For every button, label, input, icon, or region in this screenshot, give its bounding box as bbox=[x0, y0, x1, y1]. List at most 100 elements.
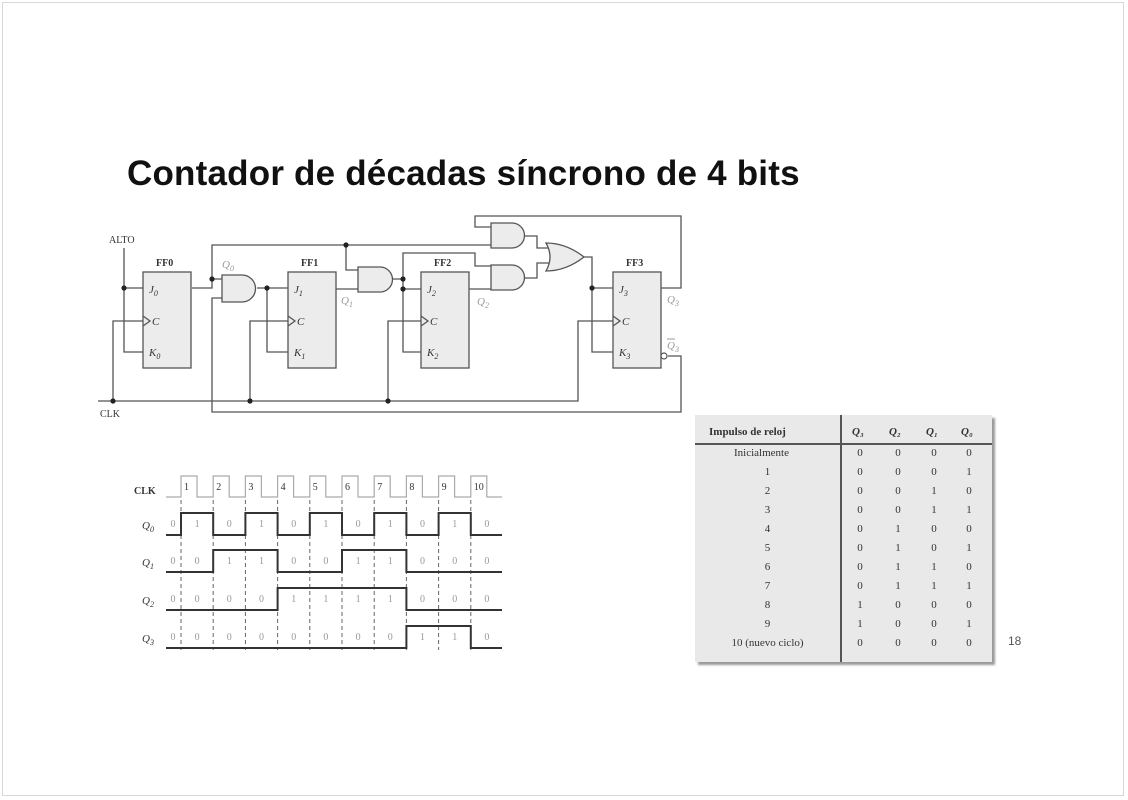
signal-q0-label: Q0 bbox=[142, 520, 154, 534]
alto-label: ALTO bbox=[109, 235, 135, 246]
header-q2: Q₂ bbox=[889, 426, 901, 438]
clk-label: CLK bbox=[100, 409, 121, 420]
signal-value: 0 bbox=[195, 632, 200, 643]
signal-q2-label: Q2 bbox=[142, 595, 154, 609]
signal-value: 0 bbox=[227, 594, 232, 605]
header-q1: Q₁ bbox=[926, 426, 938, 438]
clock-pulse-number: 10 bbox=[474, 482, 484, 493]
signal-value: 1 bbox=[356, 556, 361, 567]
and-gate-3 bbox=[490, 222, 526, 249]
pulse-cell: 10 (nuevo ciclo) bbox=[731, 637, 804, 649]
clock-pulse-number: 5 bbox=[313, 482, 318, 493]
q-cell: 0 bbox=[966, 561, 972, 573]
signal-value: 0 bbox=[259, 594, 264, 605]
q-cell: 0 bbox=[966, 485, 972, 497]
pulse-cell: 8 bbox=[764, 599, 771, 611]
svg-text:J3: J3 bbox=[619, 284, 628, 298]
q3-bar-label: Q3 bbox=[667, 340, 679, 354]
svg-text:K0: K0 bbox=[148, 347, 160, 361]
signal-value: 0 bbox=[227, 519, 232, 530]
signal-value: 0 bbox=[323, 632, 328, 643]
q1-label: Q1 bbox=[341, 295, 353, 309]
svg-text:K3: K3 bbox=[618, 347, 630, 361]
and-gate-2 bbox=[357, 266, 394, 293]
svg-text:J0: J0 bbox=[149, 284, 158, 298]
pulse-cell: 5 bbox=[764, 542, 771, 554]
signal-value: 0 bbox=[356, 632, 361, 643]
signal-value: 1 bbox=[227, 556, 232, 567]
junction-dots bbox=[110, 242, 595, 404]
signal-value: 0 bbox=[388, 632, 393, 643]
signal-value: 1 bbox=[259, 556, 264, 567]
slide-title: Contador de décadas síncrono de 4 bits bbox=[127, 154, 800, 193]
q-cell: 0 bbox=[857, 580, 863, 592]
pulse-cell: 9 bbox=[764, 618, 771, 630]
flipflop-ff2: FF2 J2 C K2 bbox=[420, 258, 470, 369]
svg-text:FF1: FF1 bbox=[301, 258, 318, 269]
q-cell: 0 bbox=[895, 637, 901, 649]
signal-value: 0 bbox=[452, 556, 457, 567]
q-cell: 0 bbox=[895, 618, 901, 630]
q-cell: 1 bbox=[895, 561, 901, 573]
svg-text:K2: K2 bbox=[426, 347, 438, 361]
q-cell: 1 bbox=[895, 523, 901, 535]
q-cell: 0 bbox=[895, 504, 901, 516]
svg-text:C: C bbox=[297, 316, 305, 328]
signal-value: 1 bbox=[388, 519, 393, 530]
clock-pulse-number: 8 bbox=[409, 482, 414, 493]
signal-value: 0 bbox=[227, 632, 232, 643]
signal-value: 1 bbox=[388, 556, 393, 567]
q-cell: 0 bbox=[857, 542, 863, 554]
signal-value: 1 bbox=[259, 519, 264, 530]
svg-text:J2: J2 bbox=[427, 284, 436, 298]
signal-value: 0 bbox=[195, 556, 200, 567]
signal-value: 0 bbox=[259, 632, 264, 643]
signal-value: 0 bbox=[291, 632, 296, 643]
q-cell: 0 bbox=[895, 466, 901, 478]
q-cell: 0 bbox=[895, 447, 901, 459]
q-cell: 1 bbox=[895, 542, 901, 554]
signal-value: 0 bbox=[291, 556, 296, 567]
clock-pulse-number: 2 bbox=[216, 482, 221, 493]
signal-value: 0 bbox=[323, 556, 328, 567]
q-cell: 0 bbox=[931, 599, 937, 611]
q-cell: 0 bbox=[857, 504, 863, 516]
signal-value: 1 bbox=[420, 632, 425, 643]
signal-value: 0 bbox=[171, 594, 176, 605]
header-q3: Q₃ bbox=[852, 426, 864, 438]
q-cell: 0 bbox=[966, 447, 972, 459]
q-cell: 1 bbox=[857, 618, 863, 630]
signal-value: 0 bbox=[171, 632, 176, 643]
clk-waveform bbox=[166, 475, 502, 498]
q-cell: 0 bbox=[857, 561, 863, 573]
signal-value: 0 bbox=[420, 519, 425, 530]
pulse-cell: 7 bbox=[764, 580, 771, 592]
q0-label: Q0 bbox=[222, 259, 234, 273]
q-cell: 0 bbox=[931, 466, 937, 478]
q-cell: 0 bbox=[857, 466, 863, 478]
page-number: 18 bbox=[1008, 634, 1022, 648]
flipflop-ff0: FF0 J0 C K0 bbox=[142, 258, 192, 369]
q-cell: 0 bbox=[895, 599, 901, 611]
svg-text:FF3: FF3 bbox=[626, 258, 643, 269]
q-cell: 1 bbox=[966, 504, 972, 516]
pulse-cell: 3 bbox=[764, 504, 771, 516]
clock-pulse-number: 6 bbox=[345, 482, 350, 493]
q-cell: 0 bbox=[857, 447, 863, 459]
or-gate bbox=[544, 242, 586, 272]
inverter-bubble bbox=[660, 352, 668, 360]
q-cell: 1 bbox=[966, 466, 972, 478]
timing-clk-label: CLK bbox=[134, 486, 156, 497]
signal-value: 1 bbox=[323, 519, 328, 530]
signal-q2-waveform bbox=[166, 587, 502, 611]
pulse-cell: 6 bbox=[764, 561, 771, 573]
q-cell: 0 bbox=[931, 542, 937, 554]
and-gate-4 bbox=[490, 264, 526, 291]
signal-q0-waveform bbox=[166, 512, 502, 536]
